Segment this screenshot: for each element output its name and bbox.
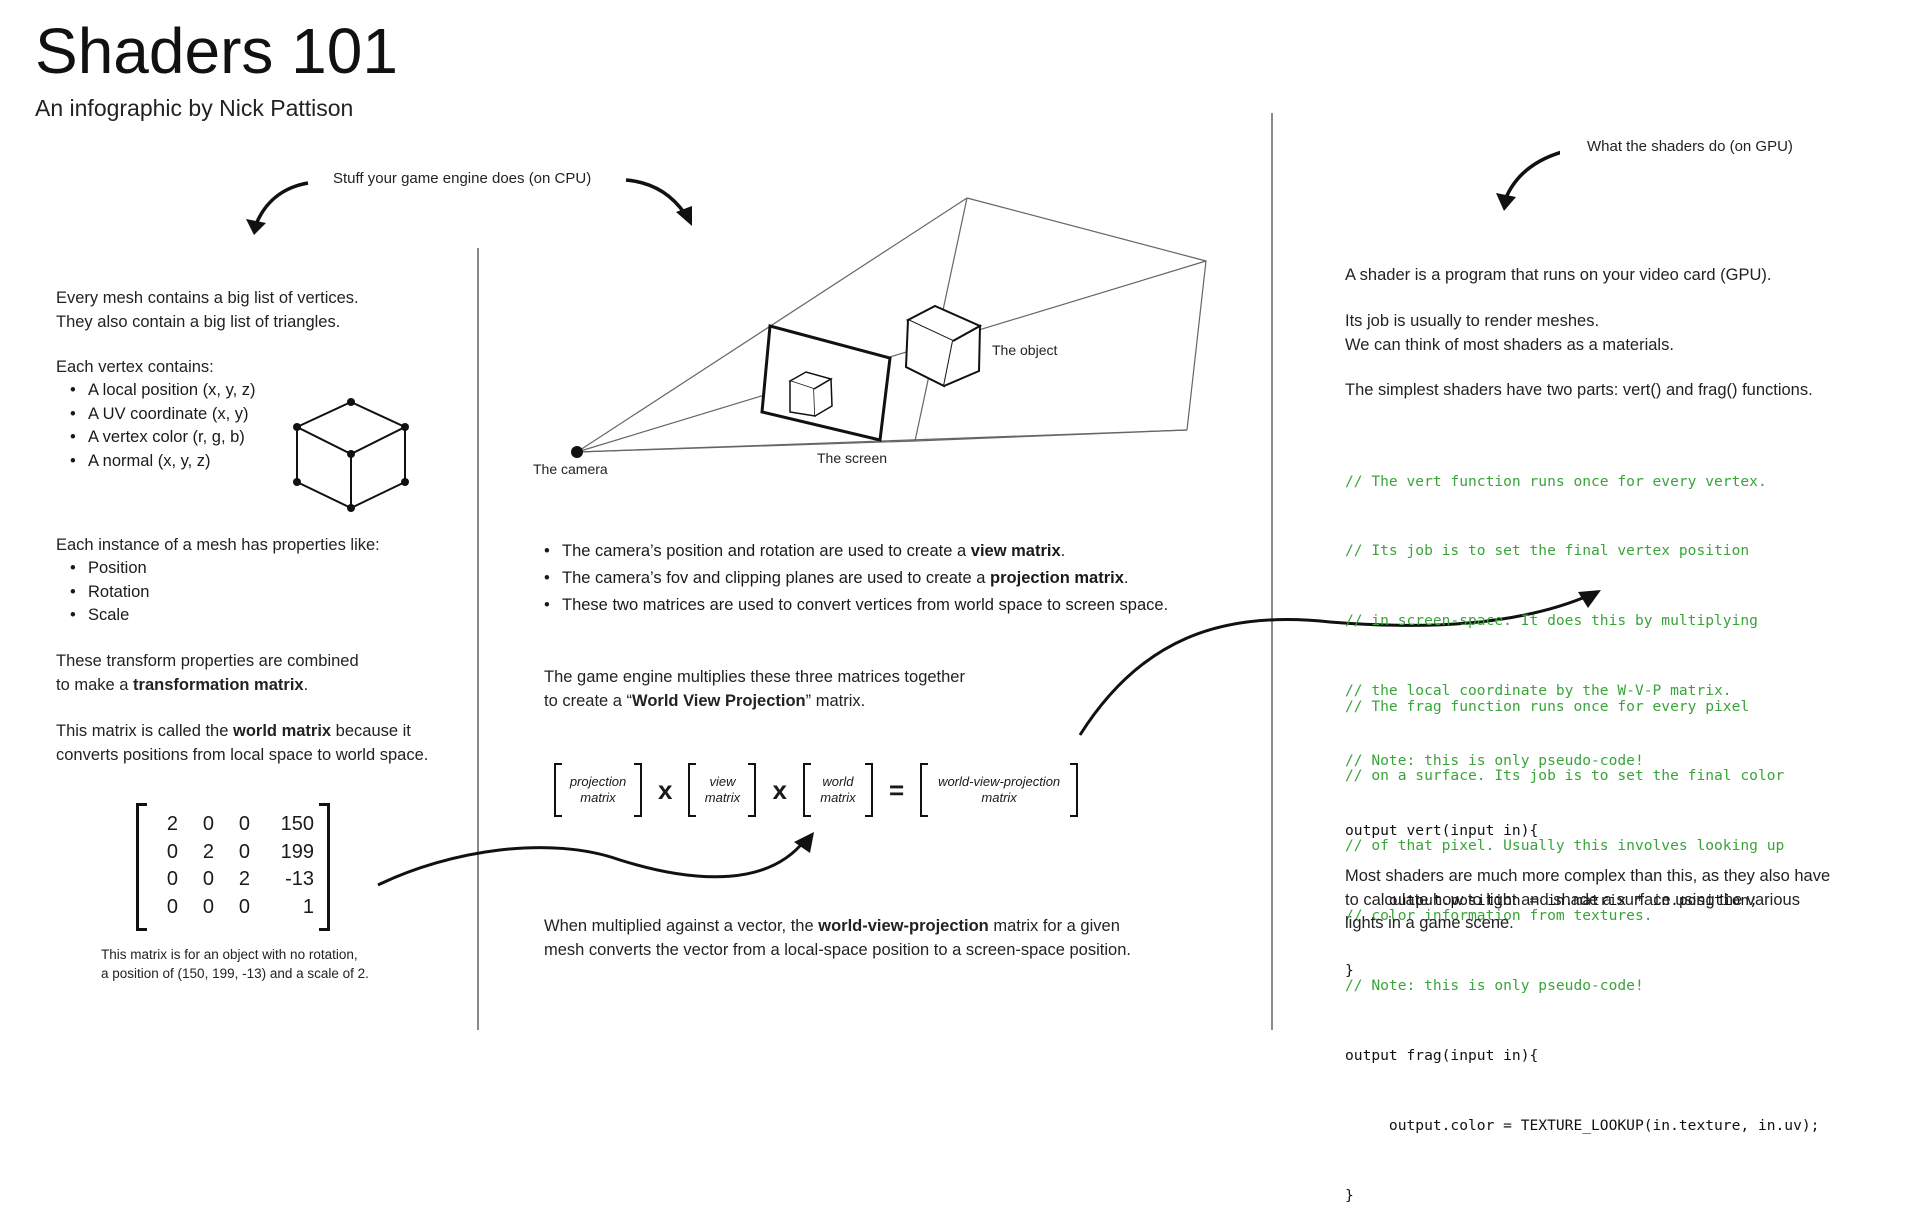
screen-label: The screen bbox=[817, 450, 888, 466]
list-item: A local position (x, y, z) bbox=[56, 379, 256, 403]
vertex-heading: Each vertex contains: bbox=[56, 358, 214, 376]
list-item: The camera’s fov and clipping planes are… bbox=[542, 565, 1168, 592]
list-item: These two matrices are used to convert v… bbox=[542, 592, 1168, 619]
vertex-list: A local position (x, y, z) A UV coordina… bbox=[56, 379, 256, 473]
list-item: A normal (x, y, z) bbox=[56, 450, 256, 474]
vert-code-block: // The vert function runs once for every… bbox=[1345, 472, 1767, 979]
page-title: Shaders 101 bbox=[35, 15, 398, 87]
gpu-arrow-icon bbox=[1496, 150, 1560, 211]
mesh-intro: Every mesh contains a big list of vertic… bbox=[56, 289, 359, 331]
times-sign: x bbox=[658, 774, 673, 805]
times-sign: x bbox=[772, 774, 787, 805]
connector-arrows bbox=[377, 590, 1601, 887]
object-label: The object bbox=[992, 342, 1058, 358]
list-item: Rotation bbox=[56, 581, 149, 605]
list-item: Position bbox=[56, 557, 149, 581]
closing-text: Most shaders are much more complex than … bbox=[1345, 867, 1831, 932]
shader-job: Its job is usually to render meshes. We … bbox=[1345, 312, 1674, 354]
divider-right bbox=[1271, 113, 1273, 1030]
cube-icon bbox=[293, 398, 409, 512]
list-item: Scale bbox=[56, 604, 149, 628]
frag-code-block: // The frag function runs once for every… bbox=[1345, 697, 1820, 1204]
equals-sign: = bbox=[888, 774, 905, 805]
cpu-label: Stuff your game engine does (on CPU) bbox=[333, 170, 592, 187]
divider-left bbox=[477, 248, 479, 1030]
shader-definition: A shader is a program that runs on your … bbox=[1345, 266, 1772, 284]
gpu-label: What the shaders do (on GPU) bbox=[1587, 138, 1793, 155]
shader-parts: The simplest shaders have two parts: ver… bbox=[1345, 381, 1813, 399]
matrix-caption: This matrix is for an object with no rot… bbox=[101, 947, 369, 981]
list-item: The camera’s position and rotation are u… bbox=[542, 538, 1168, 565]
list-item: A UV coordinate (x, y) bbox=[56, 403, 256, 427]
transform-text: These transform properties are combined … bbox=[56, 652, 359, 694]
list-item: A vertex color (r, g, b) bbox=[56, 426, 256, 450]
cpu-arrow-right-icon bbox=[625, 178, 692, 226]
wvp-text: The game engine multiplies these three m… bbox=[544, 668, 965, 710]
instance-list: Position Rotation Scale bbox=[56, 557, 149, 628]
instance-heading: Each instance of a mesh has properties l… bbox=[56, 536, 380, 554]
page-subtitle: An infographic by Nick Pattison bbox=[35, 95, 354, 121]
frustum-diagram bbox=[571, 197, 1207, 458]
wvp-explanation: When multiplied against a vector, the wo… bbox=[544, 917, 1131, 959]
world-matrix-text: This matrix is called the world matrix b… bbox=[56, 722, 429, 764]
camera-label: The camera bbox=[533, 461, 608, 477]
camera-bullets: The camera’s position and rotation are u… bbox=[542, 538, 1168, 619]
cpu-arrow-left-icon bbox=[246, 181, 309, 235]
